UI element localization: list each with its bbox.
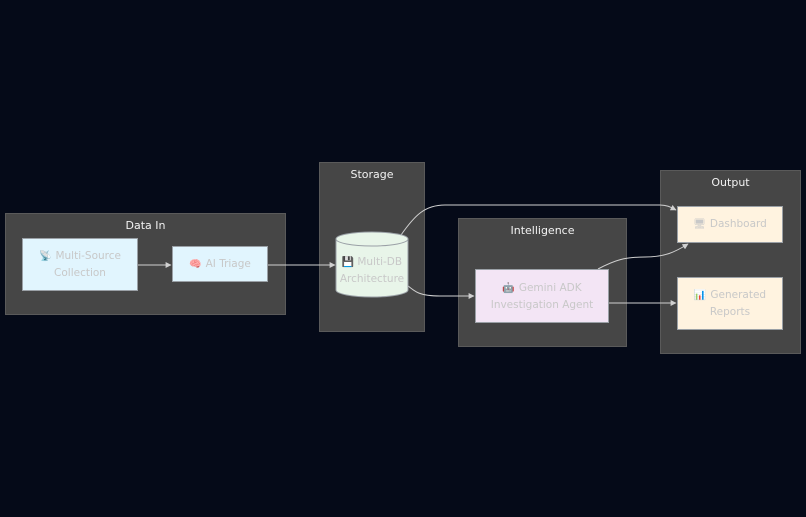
node-label: Investigation Agent xyxy=(490,298,594,311)
node-label: Gemini ADK xyxy=(518,281,582,294)
node-multi-source-collection[interactable]: 📡Multi-Source Collection xyxy=(22,238,138,291)
node-label: Multi-DB xyxy=(357,256,403,268)
satellite-icon: 📡 xyxy=(39,251,52,262)
floppy-disk-icon: 💾 xyxy=(341,257,355,268)
node-label: Architecture xyxy=(339,273,405,285)
cluster-title-storage: Storage xyxy=(350,168,394,181)
bar-chart-icon: 📊 xyxy=(693,290,707,301)
node-label: Multi-Source xyxy=(55,250,121,262)
robot-icon: 🤖 xyxy=(502,282,515,294)
cluster-storage: Storage xyxy=(319,162,425,332)
node-label: Reports xyxy=(709,306,751,318)
node-multi-db-architecture[interactable]: 💾Multi-DB Architecture xyxy=(336,254,408,287)
node-label: AI Triage xyxy=(205,257,251,270)
node-label: Dashboard xyxy=(709,218,767,230)
cluster-title-data-in: Data In xyxy=(125,219,166,232)
node-label: Generated xyxy=(710,289,767,301)
monitor-icon: 🖥 xyxy=(693,219,706,230)
cluster-title-output: Output xyxy=(711,176,750,189)
node-label: Collection xyxy=(54,267,106,279)
brain-icon: 🧠 xyxy=(189,258,202,270)
node-ai-triage[interactable]: 🧠AI Triage xyxy=(172,246,268,282)
node-dashboard[interactable]: 🖥Dashboard xyxy=(677,206,783,243)
cluster-title-intelligence: Intelligence xyxy=(510,224,575,237)
node-gemini-adk-investigation-agent[interactable]: 🤖Gemini ADK Investigation Agent xyxy=(475,269,609,323)
node-generated-reports[interactable]: 📊Generated Reports xyxy=(677,277,783,330)
